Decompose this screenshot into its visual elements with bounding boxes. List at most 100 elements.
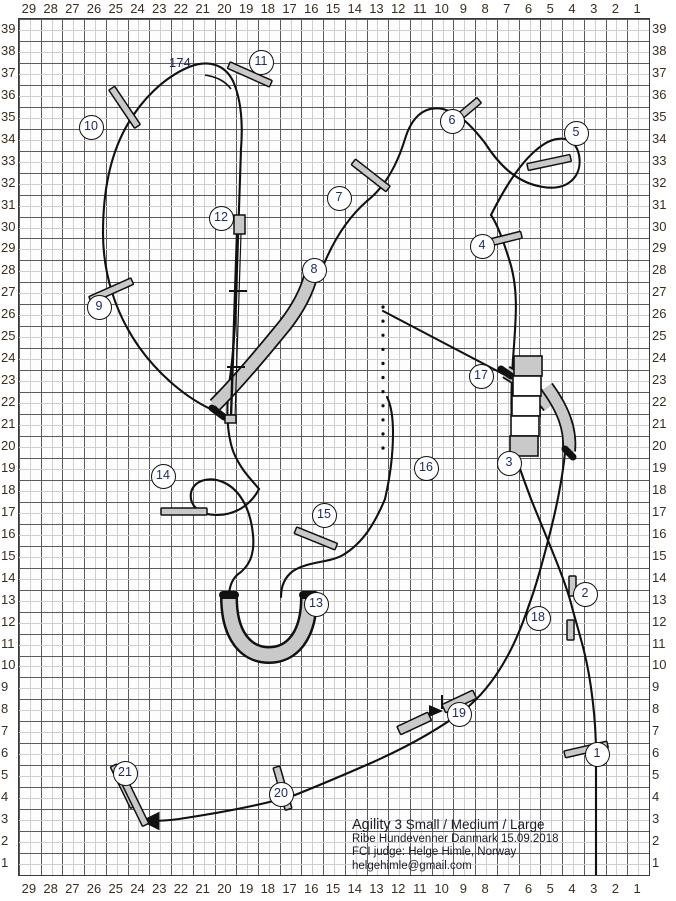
- grid-line-horizontal: [19, 655, 649, 657]
- grid-line-horizontal: [19, 326, 649, 328]
- axis-label-top: 24: [130, 1, 145, 16]
- axis-label-top: 1: [633, 1, 641, 16]
- axis-label-left: 11: [1, 635, 15, 651]
- grid-line-horizontal: [19, 436, 649, 438]
- obstacle-number-badge-10: 10: [78, 114, 104, 140]
- axis-label-bottom: 29: [21, 881, 37, 896]
- axis-label-top: 17: [282, 1, 297, 16]
- grid-line-horizontal: [19, 677, 649, 679]
- axis-label-right: 13: [652, 591, 667, 607]
- obstacle-shapes: [88, 61, 609, 827]
- grid-line-horizontal: [19, 721, 649, 723]
- axis-label-right: 39: [652, 20, 667, 36]
- title-judge: FCI judge: Helge Himle, Norway: [352, 846, 517, 859]
- grid-line-horizontal-minor: [19, 754, 649, 756]
- axis-label-bottom: 20: [217, 881, 232, 896]
- axis-label-left: 32: [1, 174, 16, 190]
- axis-label-bottom: 16: [304, 881, 319, 896]
- axis-label-bottom: 26: [86, 881, 102, 896]
- obstacle-number-badge-12: 12: [208, 205, 234, 231]
- axis-label-top: 2: [611, 1, 620, 16]
- axis-label-left: 37: [1, 64, 16, 80]
- grid-line-horizontal-minor: [19, 161, 649, 163]
- axis-label-top: 19: [238, 1, 254, 16]
- axis-label-left: 6: [1, 745, 9, 761]
- grid-line-horizontal-minor: [19, 556, 649, 558]
- grid-line-horizontal-minor: [19, 732, 649, 734]
- axis-label-right: 7: [652, 723, 660, 739]
- grid-line-horizontal-minor: [19, 359, 649, 361]
- obstacle-number-badge-1: 1: [584, 741, 610, 767]
- axis-label-left: 1: [1, 855, 9, 871]
- axis-label-right: 26: [652, 306, 667, 322]
- grid-line-horizontal: [19, 765, 649, 767]
- obstacle-number-badge-11: 11: [248, 49, 274, 75]
- axis-label-right: 14: [652, 569, 667, 585]
- grid-line-horizontal: [19, 567, 649, 569]
- grid-line-horizontal: [19, 304, 649, 306]
- axis-label-bottom: 4: [568, 881, 576, 896]
- course-length-label: 174: [169, 55, 191, 70]
- grid-line-horizontal: [19, 699, 649, 701]
- grid-line-horizontal-minor: [19, 842, 649, 844]
- axis-label-top: 16: [304, 1, 319, 16]
- grid-line-horizontal-minor: [19, 381, 649, 383]
- grid-line-horizontal: [19, 633, 649, 635]
- axis-label-top: 22: [173, 1, 189, 16]
- axis-label-right: 30: [652, 218, 667, 234]
- axis-label-right: 12: [652, 613, 667, 629]
- grid-line-horizontal: [19, 479, 649, 481]
- obstacle-number-badge-18: 18: [525, 605, 551, 631]
- grid-line-horizontal: [19, 62, 649, 64]
- axis-label-right: 9: [652, 679, 660, 695]
- axis-label-bottom: 10: [434, 881, 449, 896]
- axis-label-top: 25: [108, 1, 123, 16]
- axis-label-left: 33: [1, 152, 16, 168]
- axis-label-right: 18: [652, 481, 667, 497]
- grid-line-horizontal: [19, 414, 649, 416]
- title-line-1: Agility 3 Small / Medium / Large: [352, 818, 559, 833]
- grid-line-horizontal-minor: [19, 183, 649, 185]
- axis-label-left: 10: [1, 657, 16, 673]
- axis-label-right: 22: [652, 394, 667, 410]
- axis-label-left: 8: [1, 701, 9, 717]
- axis-label-left: 22: [1, 394, 16, 410]
- grid-line-horizontal-minor: [19, 315, 649, 317]
- axis-label-top: 12: [390, 1, 406, 16]
- axis-label-left: 31: [1, 196, 16, 212]
- axis-label-top: 27: [65, 1, 80, 16]
- grid-line-horizontal-minor: [19, 51, 649, 53]
- axis-label-bottom: 3: [590, 881, 598, 896]
- obstacle-number-badge-3: 3: [496, 450, 522, 476]
- axis-label-top: 6: [524, 1, 533, 16]
- axis-label-bottom: 12: [390, 881, 406, 896]
- axis-label-right: 1: [652, 855, 660, 871]
- grid-line-horizontal: [19, 106, 649, 108]
- axis-label-right: 31: [652, 196, 667, 212]
- jump-bar-21b: [121, 781, 150, 827]
- grid: [19, 19, 649, 875]
- grid-line-horizontal: [19, 282, 649, 284]
- axis-label-right: 4: [652, 789, 660, 805]
- course-length-leader: [204, 74, 232, 90]
- grid-line-horizontal-minor: [19, 534, 649, 536]
- axis-label-bottom: 5: [546, 881, 554, 896]
- axis-label-bottom: 13: [369, 881, 384, 896]
- grid-line-horizontal: [19, 501, 649, 503]
- title-classes: 3 Small / Medium / Large: [394, 817, 545, 832]
- axis-label-right: 2: [652, 833, 660, 849]
- jump-bar-14: [160, 507, 208, 516]
- axis-label-bottom: 18: [260, 881, 276, 896]
- grid-line-horizontal: [19, 809, 649, 811]
- axis-label-left: 25: [1, 328, 16, 344]
- axis-label-right: 5: [652, 767, 660, 783]
- grid-line-horizontal-minor: [19, 644, 649, 646]
- axis-label-bottom: 24: [130, 881, 145, 896]
- axis-label-right: 34: [652, 130, 667, 146]
- axis-label-left: 9: [1, 679, 9, 695]
- grid-line-horizontal-minor: [19, 227, 649, 229]
- axis-label-left: 16: [1, 525, 16, 541]
- grid-line-horizontal: [19, 150, 649, 152]
